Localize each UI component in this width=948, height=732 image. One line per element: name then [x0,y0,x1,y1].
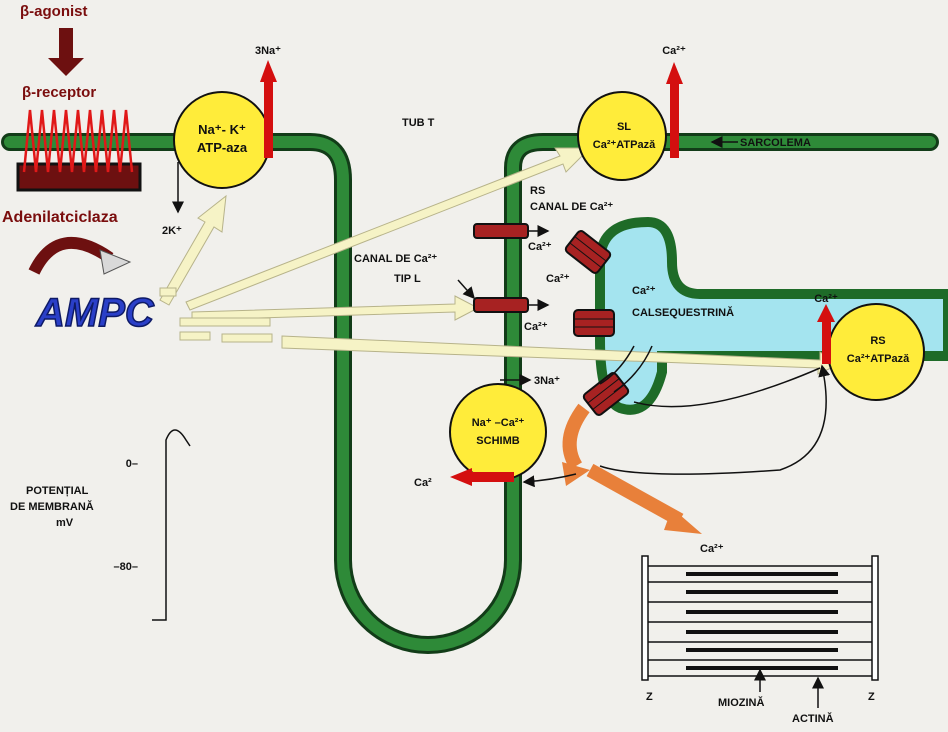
exchanger-ca-label: Ca² [414,477,432,489]
potential-label-2: DE MEMBRANĂ [10,500,94,513]
sl-out-label: Ca²⁺ [662,45,686,57]
enzyme-curved-arrow [28,237,132,275]
ca-label-a: Ca²⁺ [528,241,552,253]
potential-label-3: mV [56,517,74,529]
nak-in-label: 2K⁺ [162,225,182,237]
potential-label-1: POTENȚIAL [26,485,89,497]
l-channel-label2: TIP L [394,273,421,285]
membrane-potential-trace [152,429,191,621]
ca-label-b: Ca²⁺ [546,273,570,285]
potential-tick-bottom: –80– [114,561,138,573]
calsequestrina-label: CALSEQUESTRINĂ [632,306,734,319]
agonist-arrow [48,28,84,76]
ca-label-d: Ca²⁺ [632,285,656,297]
sarcolema-label: SARCOLEMA [740,137,811,149]
enzyme-label: Adenilatciclaza [2,209,118,226]
z-right-label: Z [868,691,875,703]
rs-channel-label1: RS [530,185,545,197]
exchanger-out-label: 3Na⁺ [534,375,560,387]
nak-pump-line2: ATP-aza [197,140,248,155]
exchanger-line2: SCHIMB [476,435,519,447]
rs-in-label: Ca²⁺ [814,293,838,305]
ca-release-arrows [522,364,831,534]
rs-pump-line1: RS [870,335,885,347]
sarcolemma-membrane [1,133,939,654]
ampc-label: AMPC [35,291,155,335]
sl-ca-atpase-pump [577,62,683,181]
rs-pump-line2: Ca²⁺ATPază [847,353,910,365]
na-ca-exchanger [449,374,547,486]
actina-label: ACTINĂ [792,712,834,725]
nak-pump-line1: Na⁺- K⁺ [198,122,246,137]
myofilament-sarcomere [641,555,879,708]
na-k-atpase-pump [172,60,277,214]
nak-out-label: 3Na⁺ [255,45,281,57]
z-left-label: Z [646,691,653,703]
ca-label-c: Ca²⁺ [524,321,548,333]
agonist-label: β-agonist [20,3,88,20]
ampc-pale-arrows [159,147,842,375]
potential-tick-top: 0– [126,458,138,470]
myofil-ca-label: Ca²⁺ [700,543,724,555]
beta-receptor: . [16,109,142,192]
exchanger-line1: Na⁺ –Ca²⁺ [472,417,525,429]
tub-t-label: TUB T [402,117,435,129]
l-type-channels [457,223,550,313]
receptor-label: β-receptor [22,84,96,101]
l-channel-label1: CANAL DE Ca²⁺ [354,253,437,265]
rs-ca-atpase-pump [817,303,925,401]
rs-channel-label2: CANAL DE Ca²⁺ [530,201,613,213]
miozina-label: MIOZINĂ [718,696,764,709]
sl-pump-line1: SL [617,121,631,133]
sl-pump-line2: Ca²⁺ATPază [593,139,656,151]
rs-release-channels [564,230,653,416]
